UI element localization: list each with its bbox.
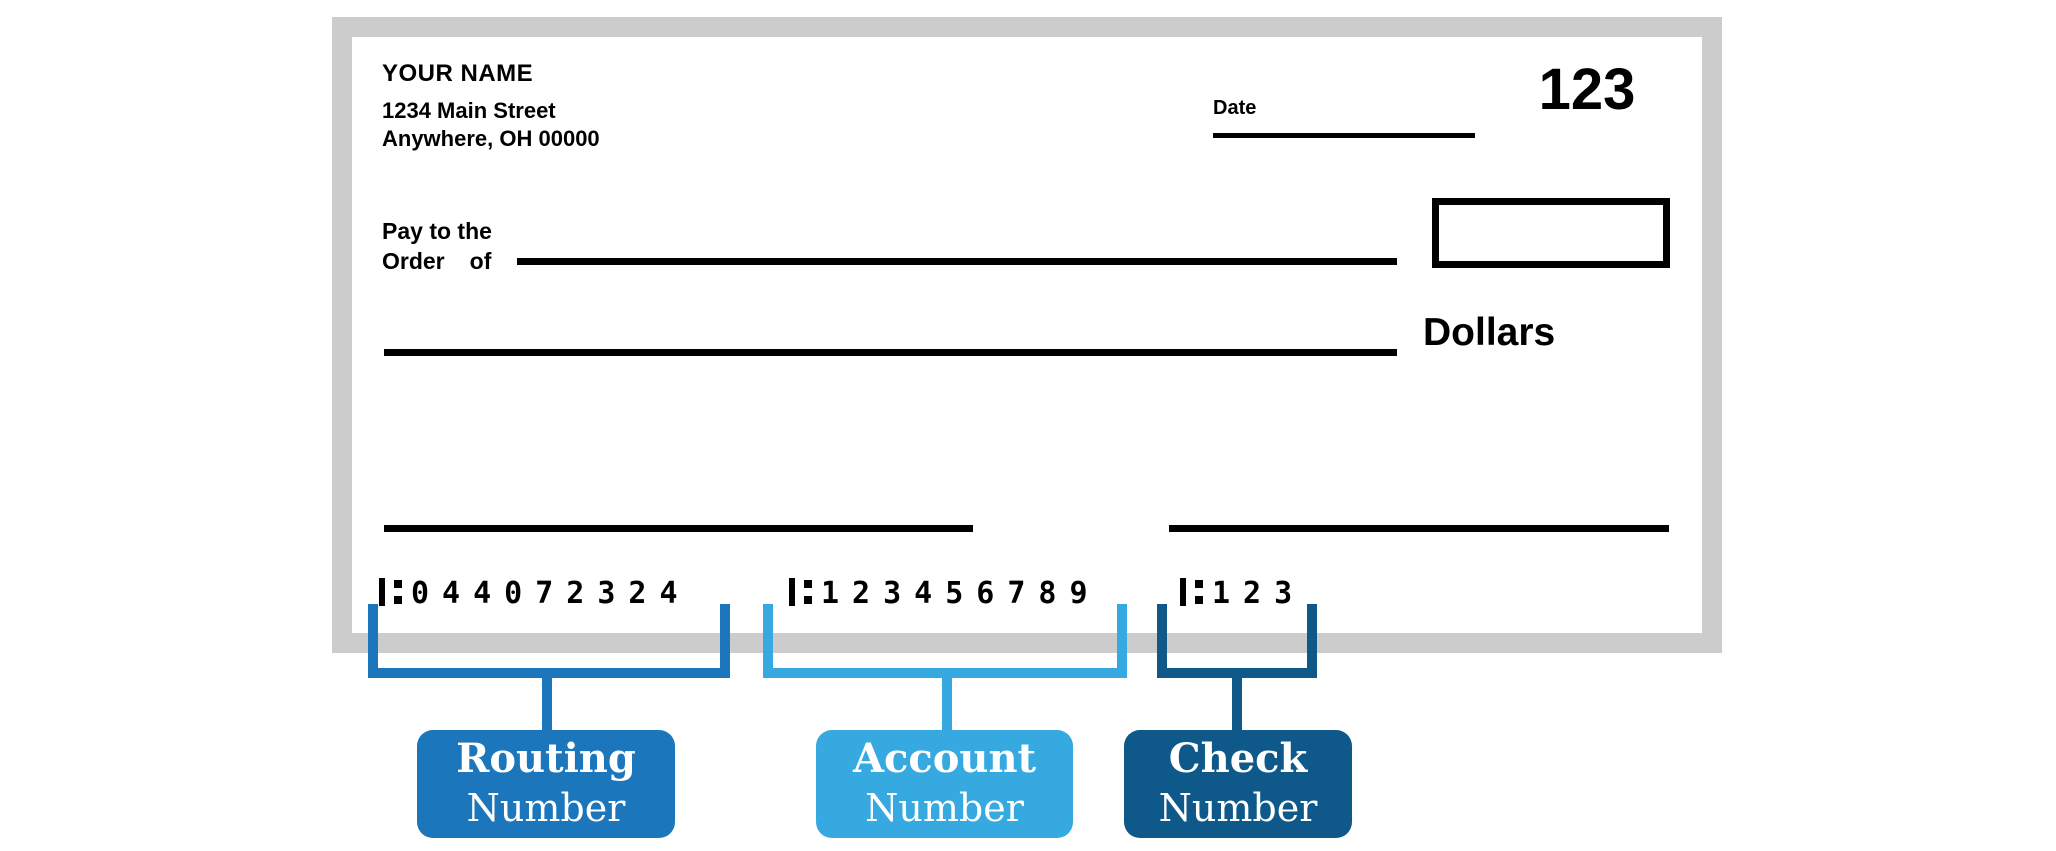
routing-label-line2: Number	[466, 786, 626, 830]
payer-address: 1234 Main Street Anywhere, OH 00000	[382, 97, 600, 153]
micr-on-us-symbol	[1180, 578, 1203, 606]
micr-routing-number: 044072324	[379, 577, 691, 611]
payer-address-line1: 1234 Main Street	[382, 98, 556, 123]
check-label-line1: Check	[1168, 735, 1308, 782]
account-bracket-stem	[942, 671, 952, 733]
dollars-label: Dollars	[1423, 311, 1556, 354]
routing-bracket-stem	[542, 671, 552, 733]
check-number-top-right: 123	[1538, 57, 1636, 122]
payer-info: YOUR NAME 1234 Main Street Anywhere, OH …	[382, 60, 600, 153]
account-number-label: Account Number	[816, 730, 1073, 838]
date-label: Date	[1213, 97, 1257, 119]
routing-number-label: Routing Number	[417, 730, 675, 838]
account-label-line2: Number	[865, 786, 1024, 830]
pay-to-line1: Pay to the	[382, 218, 492, 244]
check: YOUR NAME 1234 Main Street Anywhere, OH …	[332, 17, 1722, 653]
memo-blank-line	[384, 525, 973, 532]
payee-blank-line	[517, 258, 1397, 265]
signature-blank-line	[1169, 525, 1669, 532]
micr-check-number: 123	[1180, 577, 1305, 611]
routing-label-line1: Routing	[456, 735, 636, 782]
order-word: Order	[382, 248, 445, 274]
written-amount-blank-line	[384, 349, 1397, 356]
check-number-bracket	[1157, 604, 1317, 678]
date-blank-line	[1213, 133, 1475, 138]
account-number-digits: 123456789	[821, 576, 1101, 611]
account-number-bracket	[763, 604, 1127, 678]
micr-transit-symbol	[379, 578, 402, 606]
payer-name: YOUR NAME	[382, 60, 534, 87]
payer-address-line2: Anywhere, OH 00000	[382, 126, 600, 151]
micr-on-us-symbol	[789, 578, 812, 606]
check-number-label: Check Number	[1124, 730, 1352, 838]
routing-number-digits: 044072324	[411, 576, 691, 611]
of-word: of	[469, 248, 492, 274]
micr-account-number: 123456789	[789, 577, 1101, 611]
amount-box	[1432, 198, 1670, 268]
check-number-digits: 123	[1212, 576, 1306, 611]
routing-number-bracket	[368, 604, 730, 678]
check-label-line2: Number	[1158, 786, 1318, 830]
check-bracket-stem	[1232, 671, 1242, 733]
account-label-line1: Account	[852, 735, 1037, 782]
